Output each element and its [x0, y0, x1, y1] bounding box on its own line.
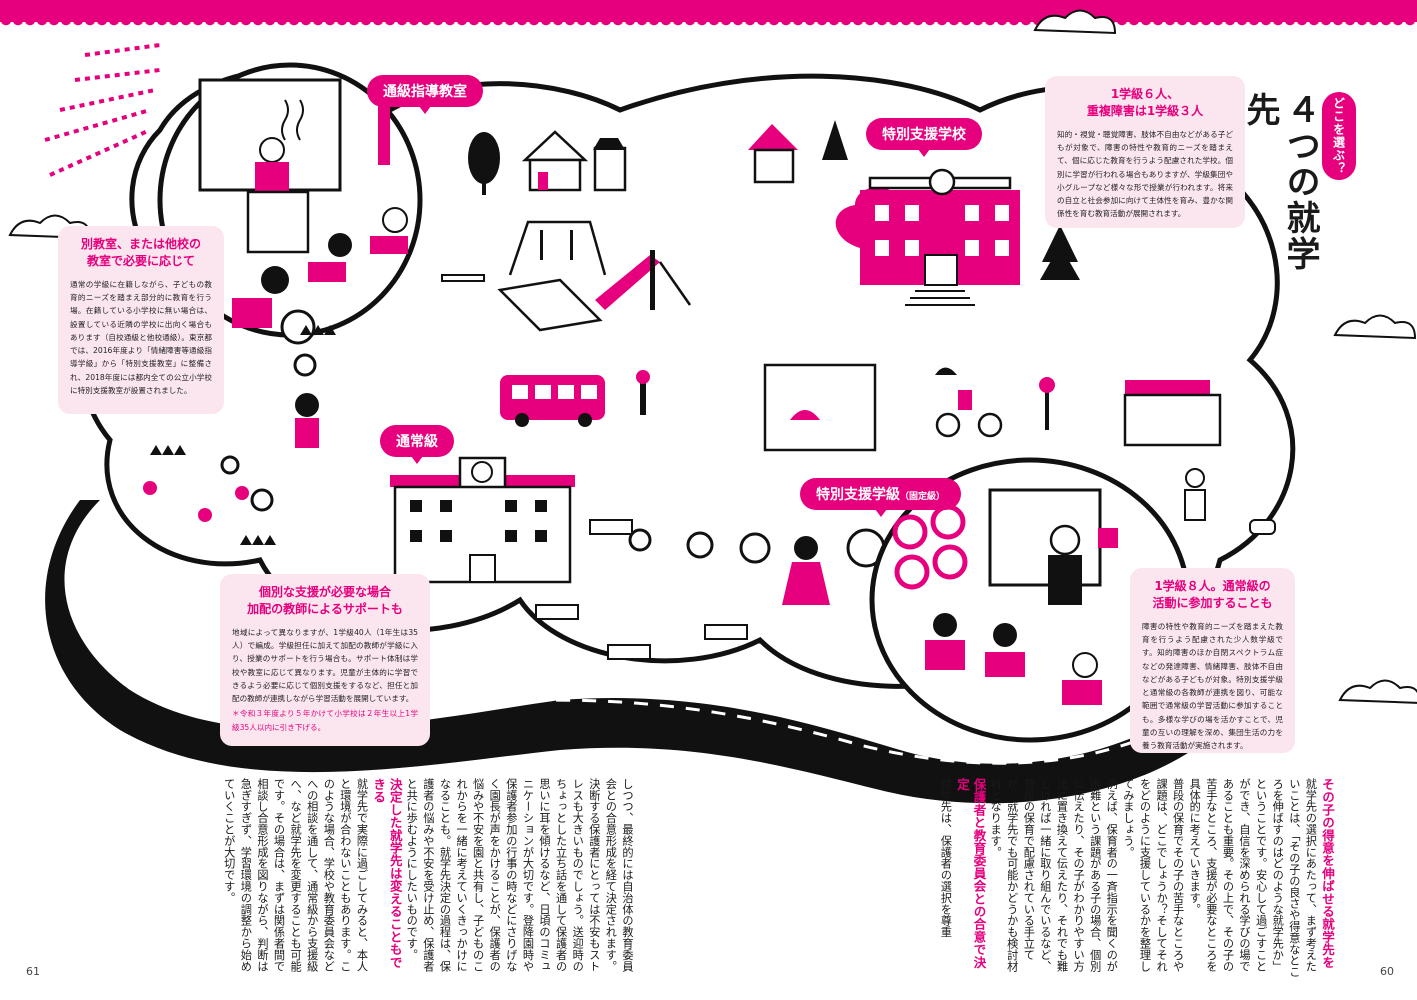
heading-tokui: その子の得意を伸ばせる就学先を: [1320, 778, 1335, 969]
label-tsujo: 通常級: [380, 425, 454, 464]
heading-goui: 保護者と教育委員会との合意で決定: [954, 778, 987, 969]
label-tokubetsu-gakkyu-main: 特別支援学級: [816, 487, 900, 503]
info-box-top-right-title: 1学級６人、 重複障害は1学級３人: [1086, 87, 1204, 119]
info-box-center-body: 地域によって異なりますが、1学級40人（1年生は35人）で編成。学級担任に加えて…: [232, 627, 418, 704]
body-text-right: その子の得意を伸ばせる就学先を 就学先の選択にあたって、まず考えたいことは、「そ…: [780, 778, 1335, 978]
heading-henko: 決定した就学先は変えることもできる: [371, 778, 403, 969]
label-tokubetsu-gakkyu-sub: （固定級）: [900, 492, 946, 502]
para-left-1: しつつ、最終的には自治体の教育委員会との合意形成を経て決定されます。決断する保護…: [405, 778, 634, 972]
para-right-1: 就学先の選択にあたって、まず考えたいことは、「その子の良さや得意なところを伸ばす…: [1188, 778, 1318, 978]
para-right-3: 例えば、保育者の一斉指示を聞くのが困難という課題がある子の場合、個別に伝えたり、…: [989, 778, 1119, 972]
body-text-left: しつつ、最終的には自治体の教育委員会との合意形成を経て決定されます。決断する保護…: [60, 778, 635, 978]
info-box-center: 個別な支援が必要な場合 加配の教師によるサポートも 地域によって異なりますが、1…: [220, 574, 430, 746]
tsukyu-classroom-bubble: [157, 62, 423, 338]
info-box-bottom-right: 1学級８人。通常級の 活動に参加することも 障害の特性や教育的ニーズを踏まえた教…: [1130, 568, 1295, 753]
road-shape: [45, 500, 1231, 804]
info-box-bottom-right-body: 障害の特性や教育的ニーズを踏まえた教育を行うよう配慮された少人数学級です。知的障…: [1142, 621, 1283, 751]
info-box-center-title: 個別な支援が必要な場合 加配の教師によるサポートも: [247, 585, 403, 617]
para-right-2: 普段の保育でその子の苦手なところや課題は、どこでしょうか？そしてそれをどのように…: [1121, 778, 1185, 972]
page-number-right: 60: [1380, 965, 1394, 978]
info-box-bottom-right-title: 1学級８人。通常級の 活動に参加することも: [1152, 579, 1273, 611]
info-box-left-title: 別教室、または他校の 教室で必要に応じて: [80, 237, 201, 269]
info-box-left: 別教室、または他校の 教室で必要に応じて 通常の学級に在籍しながら、子どもの教育…: [58, 226, 224, 414]
info-box-top-right-body: 知的・視覚・聴覚障害、肢体不自由などがある子どもが対象で、障害の特性や教育的ニー…: [1057, 129, 1233, 219]
para-left-2: 就学先で実際に過ごしてみると、本人と環境が合わないこともあります。このような場合…: [222, 778, 369, 972]
page-title: ４つの就学先: [1240, 92, 1320, 272]
page-number-left: 61: [26, 965, 40, 978]
info-box-center-note: ＊令和３年度より５年かけて小学校は２年生以上1学級35人以内に引き下げる。: [232, 709, 418, 732]
para-right-4: 就学先は、保護者の選択を尊重: [939, 778, 953, 938]
label-tsukyu: 通級指導教室: [367, 75, 483, 114]
special-class-bubble: [869, 457, 1191, 743]
label-tokubetsu-gakko: 特別支援学校: [866, 118, 982, 157]
info-box-left-body: 通常の学級に在籍しながら、子どもの教育的ニーズを踏まえ部分的に教育を行う場。在籍…: [70, 279, 212, 396]
regular-school-building: [390, 456, 575, 584]
special-school-building: [835, 168, 1020, 306]
label-tokubetsu-gakkyu: 特別支援学級（固定級）: [800, 478, 962, 517]
info-box-top-right: 1学級６人、 重複障害は1学級３人 知的・視覚・聴覚障害、肢体不自由などがある子…: [1045, 76, 1245, 228]
section-badge: どこを選ぶ？: [1322, 92, 1356, 180]
